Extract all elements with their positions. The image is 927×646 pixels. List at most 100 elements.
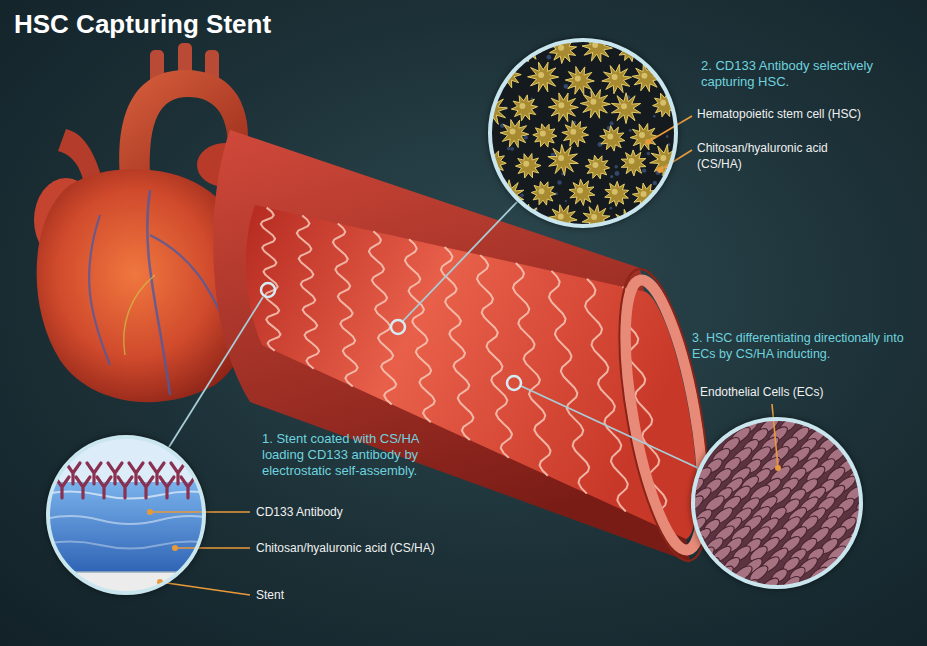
chs-ha-layer (40, 482, 220, 574)
cell-highlight (558, 45, 564, 51)
callout-heading: 3. HSC differentiating directionally int… (692, 330, 917, 362)
endothelial-cell (853, 555, 875, 575)
speckle (642, 168, 646, 172)
cell-highlight (641, 191, 647, 197)
endothelial-cell (816, 574, 837, 593)
endothelial-cell (702, 415, 726, 437)
pointer-line (521, 386, 698, 468)
speckle (495, 172, 498, 175)
cell-highlight (510, 129, 516, 135)
endothelial-cell (856, 575, 879, 596)
endothelial-cell (731, 403, 755, 425)
endothelial-cell (712, 403, 735, 424)
cell-highlight (590, 99, 596, 105)
hsc-cell (481, 150, 506, 174)
cell-highlight (522, 214, 528, 220)
stent-strut (297, 216, 319, 369)
hsc-cell (549, 205, 578, 233)
speckle (519, 52, 523, 56)
hsc-cell (511, 95, 537, 121)
endothelial-cell (847, 586, 867, 605)
speckle (507, 147, 510, 150)
hsc-cell (612, 209, 644, 240)
leader-dot (645, 139, 651, 145)
stent-strut (261, 208, 281, 351)
speckle (495, 57, 500, 62)
cell-highlight (558, 155, 564, 161)
endothelial-cell (682, 533, 707, 556)
antibody-symbol (139, 477, 153, 498)
hsc-cell (605, 181, 629, 206)
speckle (615, 171, 620, 176)
endothelial-cell (865, 405, 888, 426)
endothelial-cell (853, 455, 874, 475)
part-label: Chitosan/hyaluronic acid (CS/HA) (256, 540, 496, 556)
pointer-line (169, 297, 263, 447)
speckle (653, 181, 657, 185)
hsc-cell (632, 64, 660, 92)
endothelial-cell (862, 524, 886, 546)
endothelial-cells (681, 403, 888, 608)
speckle (653, 115, 656, 118)
layer-wave (40, 516, 220, 524)
hsc-cell (632, 183, 658, 209)
speckle (615, 165, 618, 168)
stent-strut (369, 231, 396, 404)
cell-highlight (539, 188, 545, 194)
speckle (659, 74, 662, 77)
antibody-symbol (181, 477, 195, 498)
leader-dot (657, 167, 663, 173)
stent (261, 208, 667, 530)
cell-highlight (502, 70, 508, 76)
leader-line (160, 582, 250, 595)
antibody-symbol (97, 477, 111, 498)
hsc-cells (476, 32, 682, 240)
cell-highlight (570, 129, 576, 135)
endothelial-cell (796, 576, 820, 598)
hsc-cell (602, 64, 632, 93)
endothelial-cell (865, 445, 886, 464)
endothelial-cell (838, 574, 859, 594)
antibody-symbol (192, 463, 206, 484)
endothelial-cell (807, 403, 832, 425)
speckle (645, 46, 647, 48)
cell-highlight (660, 100, 666, 106)
hsc-cell (533, 124, 557, 147)
cell-highlight (591, 214, 597, 220)
cell-highlight (612, 74, 618, 80)
endothelial-cell (805, 585, 830, 608)
speckle (609, 121, 613, 125)
part-label: Chitosan/hyaluronic acid (CS/HA) (697, 140, 867, 172)
speckle (610, 175, 613, 178)
endothelial-cell (721, 574, 744, 595)
endothelial-cell (690, 424, 714, 446)
hsc-cell (611, 93, 640, 124)
callout-circle: 3. HSC differentiating directionally int… (691, 417, 863, 589)
closeup-ground (685, 410, 875, 600)
speckle (564, 84, 569, 89)
endothelial-cell (853, 413, 878, 435)
cell-highlight (629, 158, 635, 164)
hsc-cell (653, 210, 682, 238)
endothelial-cell (701, 555, 722, 574)
layer-wave (40, 492, 220, 499)
endothelial-cell (865, 505, 887, 525)
cell-highlight (592, 42, 598, 48)
callout-pointers (169, 202, 698, 468)
endothelial-cell (701, 575, 724, 596)
speckle (509, 52, 513, 56)
hsc-cell (548, 93, 578, 122)
stent-strut (333, 223, 358, 386)
endothelial-cell (807, 564, 830, 585)
leader-line (772, 404, 778, 468)
hsc-cell (500, 120, 529, 148)
cell-highlight (625, 45, 631, 51)
speckle (610, 207, 613, 210)
cell-highlight (623, 220, 629, 226)
antibody-symbol (160, 477, 174, 498)
speckle (497, 84, 499, 86)
endothelial-cell (692, 586, 714, 606)
cell-highlight (519, 103, 525, 109)
leader-dot (147, 509, 153, 515)
endothelial-cell (864, 585, 888, 607)
